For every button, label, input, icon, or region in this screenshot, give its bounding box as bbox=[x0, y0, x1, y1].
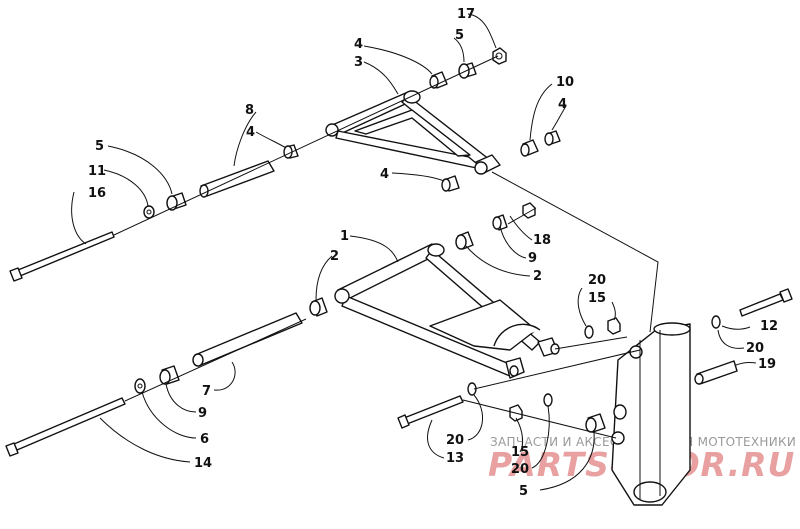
upper-pivot-parts bbox=[9, 160, 275, 282]
callout-20-bottom: 20 bbox=[511, 462, 529, 477]
callout-5-left: 5 bbox=[95, 139, 104, 154]
callout-4-mid: 4 bbox=[246, 125, 255, 140]
callout-13: 13 bbox=[446, 451, 464, 466]
callout-15-mid: 15 bbox=[588, 291, 606, 306]
callout-8: 8 bbox=[245, 103, 254, 118]
callout-5-top: 5 bbox=[455, 28, 464, 43]
callout-labels: 17 5 4 3 10 4 8 4 5 11 16 4 18 9 1 2 2 2… bbox=[88, 7, 778, 499]
leader-lines bbox=[71, 13, 757, 491]
callout-9-right: 9 bbox=[528, 251, 537, 266]
callout-1: 1 bbox=[340, 229, 349, 244]
upper-bushings bbox=[283, 71, 561, 192]
callout-9-left: 9 bbox=[198, 406, 207, 421]
callout-14: 14 bbox=[194, 456, 212, 471]
callout-20-mid: 20 bbox=[588, 273, 606, 288]
callout-19: 19 bbox=[758, 357, 776, 372]
callout-4-low: 4 bbox=[380, 167, 389, 182]
callout-3: 3 bbox=[354, 55, 363, 70]
callout-7: 7 bbox=[202, 384, 211, 399]
callout-10: 10 bbox=[556, 75, 574, 90]
assembly-lines bbox=[113, 55, 659, 439]
callout-15-low: 15 bbox=[511, 445, 529, 460]
upper-a-arm bbox=[325, 90, 501, 175]
callout-5-bottom: 5 bbox=[519, 484, 528, 499]
callout-2-left: 2 bbox=[330, 249, 339, 264]
lower-pivot-parts bbox=[5, 312, 303, 457]
callout-12: 12 bbox=[760, 319, 778, 334]
spindle-knuckle bbox=[611, 322, 691, 506]
callout-20-right: 20 bbox=[746, 341, 764, 356]
spindle-hardware bbox=[397, 288, 793, 433]
callout-16: 16 bbox=[88, 186, 106, 201]
callout-11: 11 bbox=[88, 164, 106, 179]
callout-4-right: 4 bbox=[558, 97, 567, 112]
callout-18: 18 bbox=[533, 233, 551, 248]
callout-20-low: 20 bbox=[446, 433, 464, 448]
callout-2-right: 2 bbox=[533, 269, 542, 284]
callout-6: 6 bbox=[200, 432, 209, 447]
callout-4-top: 4 bbox=[354, 37, 363, 52]
lower-a-arm bbox=[334, 243, 560, 379]
callout-17: 17 bbox=[457, 7, 475, 22]
